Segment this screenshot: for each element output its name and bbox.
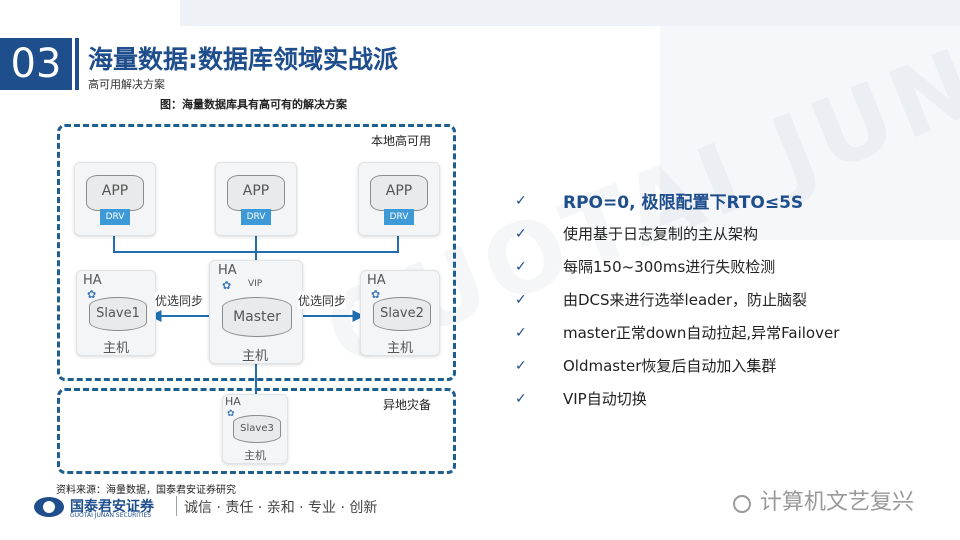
database-icon: Master <box>222 297 292 337</box>
node-slave2: HA ✿ Slave2 主机 <box>360 270 440 356</box>
database-icon: Slave1 <box>89 297 147 331</box>
list-item: ✓每隔150~300ms进行失败检测 <box>515 258 776 276</box>
ha-cluster-icon: ✿ <box>227 409 235 419</box>
driver-badge: DRV <box>100 209 130 225</box>
ha-cluster-icon: ✿ <box>87 288 97 301</box>
check-icon: ✓ <box>515 390 527 407</box>
ha-cluster-icon: ✿ <box>371 288 381 301</box>
ha-label: HA <box>83 273 102 288</box>
app-icon: APP <box>86 175 144 211</box>
section-number: 03 <box>0 38 72 90</box>
host-label: 主机 <box>242 349 269 364</box>
driver-badge: DRV <box>241 209 271 225</box>
company-logo-icon <box>34 497 64 517</box>
app-icon: APP <box>227 175 285 211</box>
section-divider <box>75 38 79 90</box>
app-icon: APP <box>370 175 428 211</box>
company-name-en: GUOTAI JUNAN SECURITIES <box>70 512 152 519</box>
list-item: ✓由DCS来进行选举leader，防止脑裂 <box>515 291 808 309</box>
node-slave1: HA ✿ Slave1 主机 <box>76 270 156 356</box>
wechat-watermark: 计算机文艺复兴 <box>760 490 915 515</box>
footer-divider <box>176 496 177 516</box>
zone-remote-label: 异地灾备 <box>383 398 432 412</box>
vip-tag: VIP <box>248 279 263 289</box>
ha-label: HA <box>367 273 386 288</box>
sync-label-left: 优选同步 <box>155 292 204 309</box>
node-master: HA ✿ VIP Master 主机 <box>209 260 303 364</box>
company-motto: 诚信 · 责任 · 亲和 · 专业 · 创新 <box>184 500 378 516</box>
ha-label: HA <box>225 395 241 408</box>
app-card-2: APP DRV <box>215 162 297 236</box>
check-icon: ✓ <box>515 324 527 341</box>
check-icon: ✓ <box>515 357 527 374</box>
check-icon: ✓ <box>515 225 527 242</box>
check-icon: ✓ <box>515 291 527 308</box>
driver-badge: DRV <box>384 209 414 225</box>
sync-label-right: 优选同步 <box>298 292 347 309</box>
figure-title: 图：海量数据库具有高可有的解决方案 <box>160 98 347 111</box>
zone-local-label: 本地高可用 <box>371 134 432 148</box>
database-icon: Slave2 <box>373 297 431 331</box>
check-icon: ✓ <box>515 192 527 209</box>
company-name: 国泰君安证券 <box>70 499 154 515</box>
app-card-1: APP DRV <box>74 162 156 236</box>
page-title: 海量数据:数据库领域实战派 <box>88 45 398 74</box>
host-label: 主机 <box>244 449 266 462</box>
list-item: ✓RPO=0, 极限配置下RTO≤5S <box>515 192 804 214</box>
list-item: ✓VIP自动切换 <box>515 390 647 408</box>
ha-label: HA <box>218 263 237 278</box>
source-note: 资料来源：海量数据，国泰君安证券研究 <box>56 485 236 496</box>
link-app3 <box>256 228 399 253</box>
list-item: ✓使用基于日志复制的主从架构 <box>515 225 759 243</box>
check-icon: ✓ <box>515 258 527 275</box>
list-item: ✓master正常down自动拉起,异常Failover <box>515 324 840 342</box>
app-card-3: APP DRV <box>358 162 440 236</box>
list-item: ✓Oldmaster恢复后自动加入集群 <box>515 357 777 375</box>
database-icon: Slave3 <box>233 415 281 443</box>
link-app1 <box>113 228 256 253</box>
wechat-icon <box>733 495 751 513</box>
ha-cluster-icon: ✿ <box>222 279 232 292</box>
host-label: 主机 <box>103 341 130 356</box>
background-stripe-right <box>660 0 960 240</box>
page-subtitle: 高可用解决方案 <box>88 78 165 91</box>
host-label: 主机 <box>387 341 414 356</box>
node-slave3: HA ✿ Slave3 主机 <box>222 394 288 464</box>
feature-list: ✓RPO=0, 极限配置下RTO≤5S ✓使用基于日志复制的主从架构 ✓每隔15… <box>515 184 839 415</box>
